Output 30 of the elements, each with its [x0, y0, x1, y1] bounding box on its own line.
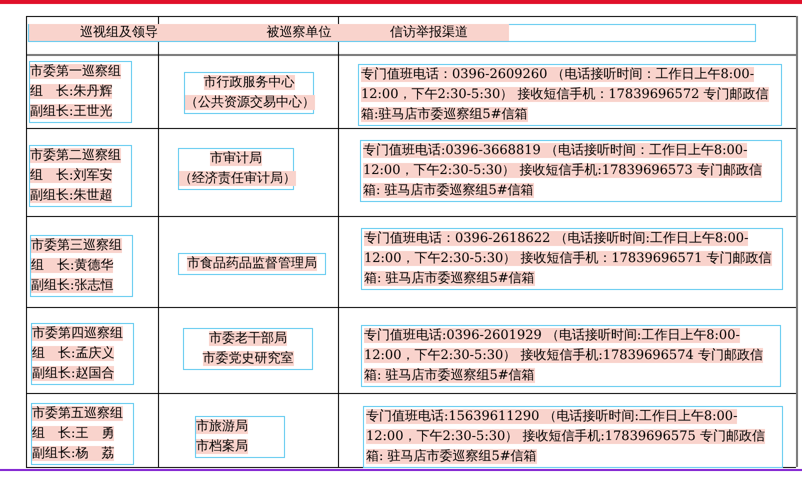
group-leader-text: 副组长:王世光	[30, 103, 114, 121]
unit-name: 市旅游局	[196, 418, 249, 436]
contact-info: 专门值班电话：0396-2618622 （电话接听时间:工作日上午8:00-12:00，下午2:30-5:30） 接收短信手机：17839696571 专门邮政信箱: 驻马店市委巡察组5#信箱	[361, 228, 783, 290]
unit-name: 市委党史研究室	[202, 350, 294, 368]
unit-name: 市行政服务中心	[202, 74, 296, 92]
group-leader-text: 市委第三巡察组	[31, 237, 123, 255]
group-leader-text: 组 长:黄德华	[31, 257, 114, 275]
group-leader-text: 副组长:朱世超	[30, 187, 114, 205]
contact-info: 专门值班电话：0396-2609260 （电话接听时间：工作日上午8:00-12:00，下午2:30-5:30） 接收短信手机：17839696572 专门邮政信箱:驻马店市委巡察组5#信箱	[358, 64, 782, 126]
header-text: 巡视组及领导	[29, 24, 209, 41]
group-leader-text: 组 长:王 勇	[32, 425, 116, 443]
group-leader-text: 组 长:朱丹辉	[30, 83, 114, 101]
group-leader-text: 市委第四巡察组	[32, 325, 124, 343]
unit-name: 市委老干部局	[208, 330, 288, 348]
unit-name: 市审计局	[209, 150, 263, 168]
group-leader-text: 市委第五巡察组	[32, 405, 124, 423]
unit-name: 市食品药品监督管理局	[186, 255, 318, 273]
unit-name: （经济责任审计局）	[179, 170, 293, 188]
group-leader-text: 组 长:刘军安	[30, 167, 114, 185]
group-leader-text: 市委第一巡察组	[30, 63, 122, 81]
contact-info: 专门值班电话:15639611290 （电话接听时间:工作日上午8:00-12:00，下午2:30-5:30） 接收短信手机:17839696575 专门邮政信箱: 驻马店市委巡察组5#信箱	[363, 406, 783, 468]
contact-info: 专门值班电话:0396-3668819 （电话接听时间：工作日上午8:00-12:00，下午2:30-5:30） 接收短信手机:17839696573 专门邮政信箱: 驻马店市委巡察组5#信箱	[360, 140, 782, 202]
contact-info: 专门值班电话:0396-2601929 （电话接听时间:工作日上午8:00-12:00，下午2:30-5:30） 接收短信手机:17839696574 专门邮政信箱: 驻马店市委巡察组5#信箱	[361, 325, 781, 387]
group-leader-text: 副组长:赵国合	[32, 365, 116, 383]
group-leader-text: 副组长:张志恒	[31, 277, 114, 295]
group-leader-text: 组 长:孟庆义	[32, 345, 116, 363]
unit-name: （公共资源交易中心）	[185, 94, 313, 112]
group-leader-text: 副组长:杨 荔	[32, 445, 116, 463]
group-leader-text: 市委第二巡察组	[30, 147, 122, 165]
unit-name: 市档案局	[196, 438, 249, 456]
